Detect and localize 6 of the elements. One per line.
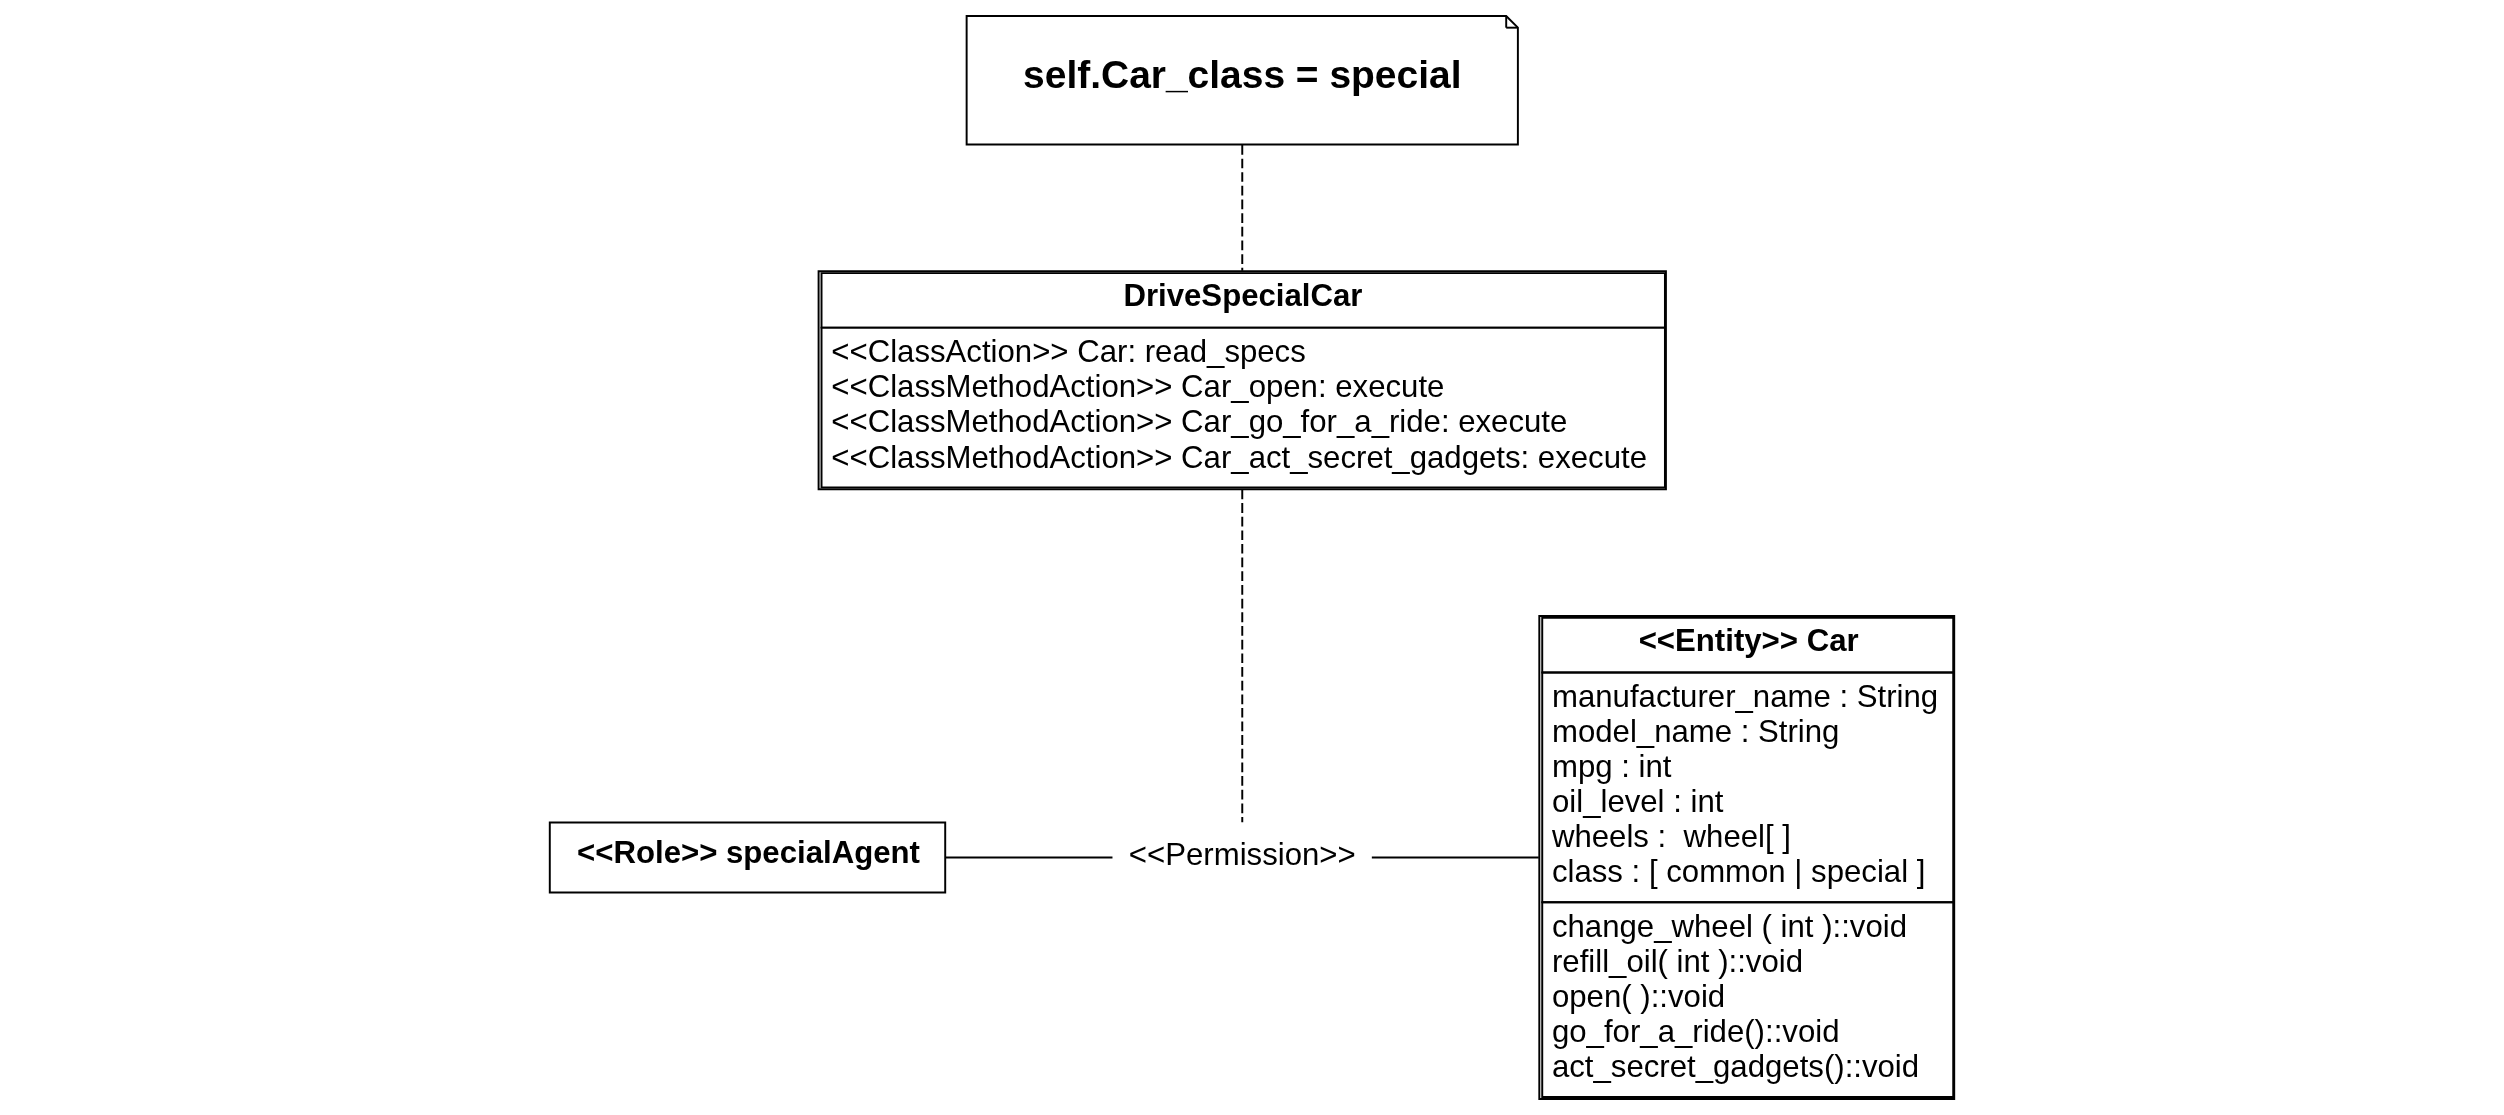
connector [944,856,1114,859]
connector [1370,856,1540,859]
node-box: <<Role>> specialAgent [548,821,947,894]
connector [1241,144,1244,272]
connector [1241,488,1244,824]
node-text: <<Permission>> [1128,836,1356,872]
